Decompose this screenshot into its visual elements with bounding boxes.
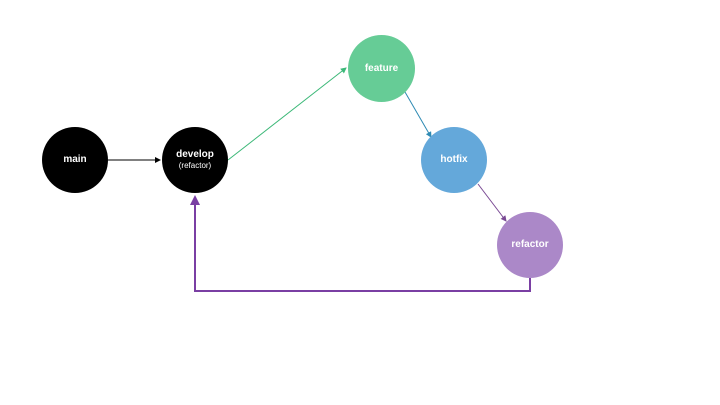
node-main-label: main bbox=[63, 154, 87, 165]
node-refactor[interactable]: refactor bbox=[497, 212, 563, 278]
node-develop-sublabel: (refactor) bbox=[178, 161, 212, 170]
node-hotfix-label: hotfix bbox=[440, 154, 468, 165]
edge-feature-hotfix bbox=[404, 91, 432, 138]
node-develop[interactable]: develop (refactor) bbox=[162, 127, 228, 193]
node-feature[interactable]: feature bbox=[348, 35, 415, 102]
node-refactor-label: refactor bbox=[511, 239, 549, 250]
node-main[interactable]: main bbox=[42, 127, 108, 193]
edge-hotfix-refactor bbox=[477, 183, 507, 222]
node-develop-label: develop bbox=[176, 149, 214, 160]
node-feature-label: feature bbox=[364, 62, 399, 74]
edge-develop-feature bbox=[227, 67, 347, 161]
edge-refactor-develop bbox=[190, 195, 531, 292]
node-hotfix[interactable]: hotfix bbox=[421, 127, 487, 193]
